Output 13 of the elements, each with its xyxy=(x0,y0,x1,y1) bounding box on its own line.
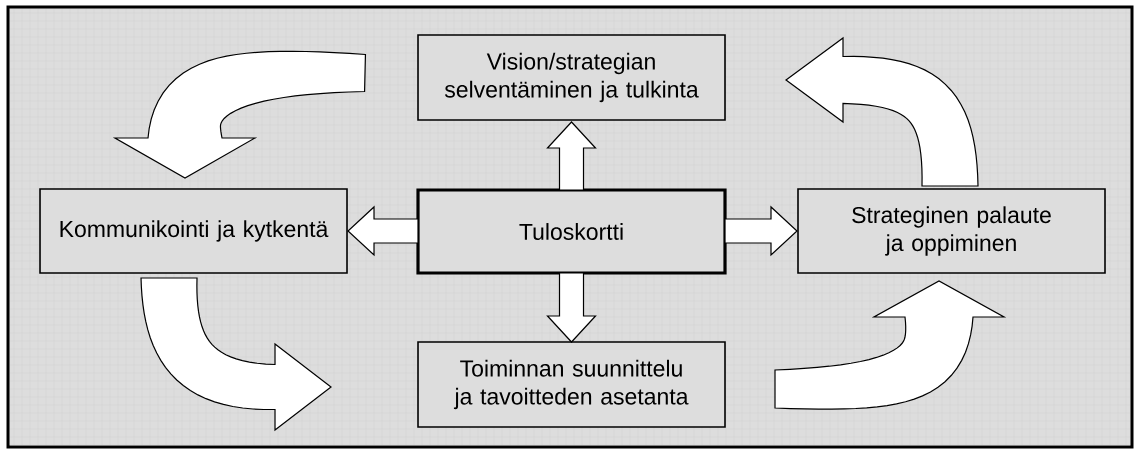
process-box: Tuloskortti xyxy=(416,188,727,275)
process-box: Toiminnan suunnittelu ja tavoitteden asetanta xyxy=(417,341,726,428)
block-arrow xyxy=(112,50,367,179)
process-box: Strateginen palaute ja oppiminen xyxy=(797,188,1106,274)
block-arrow xyxy=(546,121,597,191)
block-arrow xyxy=(724,205,798,257)
block-arrow xyxy=(140,277,332,432)
process-box: Vision/strategian selventäminen ja tulkinta xyxy=(417,34,726,121)
block-arrow xyxy=(546,272,597,343)
block-arrow xyxy=(347,205,419,257)
block-arrow xyxy=(785,36,979,187)
block-arrow xyxy=(774,280,1007,410)
process-box: Kommunikointi ja kytkentä xyxy=(39,188,348,274)
